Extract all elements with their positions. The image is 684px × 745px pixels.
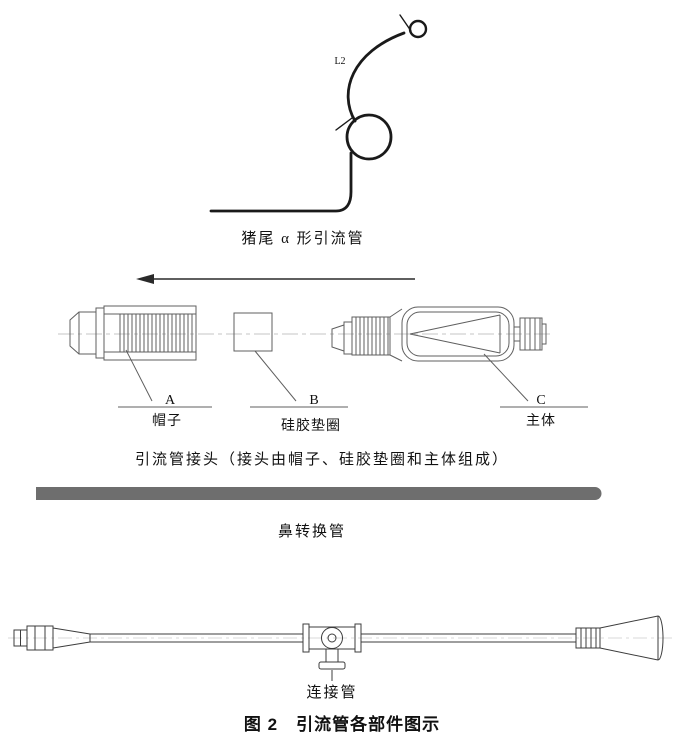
left-end-block bbox=[26, 625, 54, 651]
body-outer-shell bbox=[401, 306, 515, 362]
funnel-rim bbox=[657, 615, 664, 661]
pigtail-tick-upper bbox=[399, 14, 412, 32]
cap-hex-end bbox=[69, 311, 97, 355]
arrow-head bbox=[136, 274, 154, 284]
part-c-label: 主体 bbox=[526, 413, 556, 429]
pigtail-loop bbox=[345, 113, 393, 161]
right-ribs bbox=[580, 628, 597, 648]
pigtail-tip-ring bbox=[408, 19, 428, 39]
funnel-outline bbox=[599, 615, 659, 661]
part-c-letter: C bbox=[536, 393, 545, 408]
right-ribs-outline bbox=[575, 627, 601, 649]
stopcock-dial-inner bbox=[327, 633, 337, 643]
body-neck bbox=[514, 326, 520, 342]
cap-flange bbox=[95, 307, 105, 359]
part-a-letter: A bbox=[165, 393, 176, 408]
pigtail-upper-arc bbox=[346, 31, 406, 123]
body-end-ribs bbox=[524, 318, 541, 350]
cap-inner-bores bbox=[104, 313, 196, 353]
nasal-tube-caption: 鼻转换管 bbox=[278, 523, 346, 540]
nasal-tube-bar bbox=[36, 487, 602, 500]
body-thread-ribs bbox=[355, 317, 389, 355]
pigtail-drawing bbox=[209, 14, 428, 213]
direction-arrow bbox=[136, 274, 415, 284]
cap-threads bbox=[119, 314, 193, 352]
stopcock-base bbox=[318, 661, 346, 670]
connector-caption: 引流管接头（接头由帽子、硅胶垫圈和主体组成） bbox=[135, 451, 509, 468]
body-taper bbox=[389, 308, 403, 362]
cap-barrel bbox=[103, 305, 197, 361]
leader-a bbox=[118, 349, 212, 408]
tube-left-run bbox=[90, 633, 303, 643]
connection-tube-drawing bbox=[8, 615, 672, 681]
gasket-square bbox=[233, 312, 273, 352]
pigtail-tick-lower bbox=[335, 117, 353, 131]
left-end-block-lines bbox=[34, 626, 46, 650]
connection-tube-label: 连接管 bbox=[306, 684, 357, 701]
pigtail-dimension-label: L2 bbox=[334, 56, 345, 67]
body-inner-shell bbox=[406, 311, 510, 357]
body-cone-lines bbox=[409, 314, 501, 354]
tube-right-run bbox=[361, 633, 576, 643]
part-b-letter: B bbox=[309, 393, 318, 408]
pigtail-body-line bbox=[209, 151, 353, 213]
stopcock-stem bbox=[325, 648, 339, 663]
body-end-cap bbox=[541, 323, 547, 345]
body-collar bbox=[343, 321, 353, 355]
pigtail-caption: 猪尾 α 形引流管 bbox=[241, 230, 364, 247]
part-a-label: 帽子 bbox=[152, 413, 182, 429]
part-b-label: 硅胶垫圈 bbox=[281, 417, 341, 434]
leader-c bbox=[483, 353, 588, 408]
connector-drawing bbox=[58, 305, 588, 408]
body-thread-outline bbox=[351, 316, 391, 356]
left-end-taper bbox=[52, 627, 91, 649]
figure-caption: 图 2 引流管各部件图示 bbox=[244, 714, 440, 734]
body-tip bbox=[331, 324, 345, 352]
leader-b bbox=[250, 350, 348, 408]
